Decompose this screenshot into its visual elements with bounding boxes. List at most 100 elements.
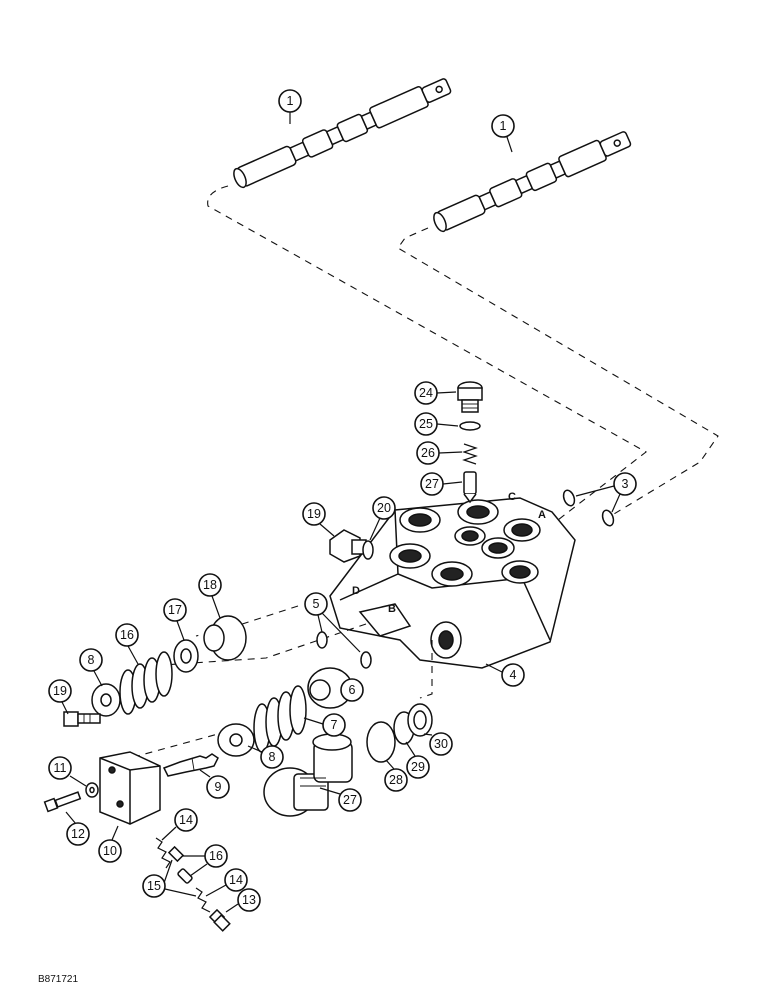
bolt-12 — [43, 791, 82, 813]
o-ring-24 — [459, 421, 481, 431]
callout-3: 3 — [575, 472, 637, 513]
spring-7 — [253, 685, 307, 753]
callout-18-text: 16 — [120, 628, 134, 642]
figure-id: B871721 — [38, 974, 79, 985]
cap-20 — [203, 615, 247, 661]
callout-30: 30 — [423, 732, 453, 756]
callout-6-text: 6 — [349, 683, 356, 697]
o-ring-5a — [316, 631, 328, 649]
callout-11-text: 11 — [54, 761, 67, 775]
callout-16: 16 — [182, 844, 228, 877]
washer-8-lower — [217, 723, 255, 757]
callout-25-text: 26 — [421, 446, 435, 460]
callout-8-upper: 8 — [79, 648, 103, 687]
callout-20: 18 — [198, 573, 222, 619]
o-ring-3b — [601, 509, 615, 527]
o-ring-5b — [360, 651, 372, 669]
callout-12: 12 — [65, 811, 90, 846]
washer-8-upper — [91, 683, 121, 717]
callout-2-text: 1 — [287, 94, 294, 108]
callout-19-text: 17 — [168, 603, 182, 617]
valve-ports — [389, 499, 541, 659]
cap-6 — [307, 667, 353, 709]
callout-1-text: 1 — [500, 119, 507, 133]
callout-15-text: 15 — [147, 879, 161, 893]
callout-21: 19 — [302, 502, 335, 537]
body-to-cap-line-right — [419, 640, 433, 699]
callout-30-text: 30 — [434, 737, 448, 751]
callout-6: 6 — [340, 678, 364, 702]
spring-14-lower — [195, 887, 211, 913]
port-label-b: B — [388, 603, 396, 615]
callout-29: 29 — [405, 741, 430, 779]
callout-4-text: 4 — [510, 668, 517, 682]
spring-14-upper — [155, 837, 171, 869]
valve-body: A B C D — [329, 491, 576, 669]
callout-14-lower: 14 — [205, 868, 248, 897]
callout-5-text: 5 — [313, 597, 320, 611]
callout-8-upper-text: 8 — [88, 653, 95, 667]
spool-2-alignment-line — [207, 185, 647, 541]
callout-1: 1 — [491, 114, 515, 153]
callout-10: 10 — [98, 825, 122, 863]
spool-1-alignment-line — [397, 227, 719, 521]
callout-7: 7 — [303, 713, 346, 737]
o-ring-28 — [366, 721, 396, 763]
callout-11: 11 — [48, 756, 87, 787]
callout-14-upper: 14 — [161, 808, 198, 841]
callout-4: 4 — [485, 663, 525, 687]
callout-28-text: 28 — [389, 773, 403, 787]
callout-9-text: 9 — [215, 780, 222, 794]
spring-18 — [119, 651, 173, 715]
callout-23-text: 24 — [419, 386, 433, 400]
screw-13 — [208, 908, 231, 932]
callout-14-lower-text: 14 — [229, 873, 243, 887]
plug-27 — [263, 733, 353, 817]
callout-10-text: 10 — [103, 844, 117, 858]
callout-14-upper-text: 14 — [179, 813, 193, 827]
callout-18: 16 — [115, 623, 139, 665]
callout-24: 25 — [414, 412, 459, 436]
callout-16-text: 16 — [209, 849, 223, 863]
port-label-c: C — [508, 491, 516, 503]
callout-26-text: 27 — [425, 477, 439, 491]
callout-20-text: 18 — [203, 578, 217, 592]
callout-24-text: 25 — [419, 417, 433, 431]
callout-15: 15 — [142, 859, 197, 898]
port-label-d: D — [352, 585, 360, 597]
port-label-a: A — [538, 509, 546, 521]
callout-8-lower-text: 8 — [269, 750, 276, 764]
end-plate-10 — [99, 751, 161, 825]
spacer-19 — [173, 639, 199, 673]
spool-1 — [433, 131, 632, 233]
callout-28: 28 — [384, 759, 408, 792]
callout-12-text: 12 — [71, 827, 85, 841]
bolt-17 — [63, 711, 101, 727]
callout-8-lower: 8 — [247, 745, 284, 769]
poppet-26 — [463, 471, 477, 504]
callout-23: 24 — [414, 381, 457, 405]
valve-stem-9 — [162, 753, 219, 777]
callout-17-text: 19 — [53, 684, 67, 698]
o-ring-3a — [562, 489, 576, 507]
callout-27: 27 — [319, 787, 362, 812]
callout-27-text: 27 — [343, 793, 357, 807]
callout-19: 17 — [163, 598, 187, 641]
callout-3-text: 3 — [622, 477, 629, 491]
callout-13-text: 13 — [242, 893, 256, 907]
callout-7-text: 7 — [331, 718, 338, 732]
callout-29-text: 29 — [411, 760, 425, 774]
callout-5: 5 — [304, 592, 361, 653]
callout-17: 19 — [48, 679, 72, 715]
callout-9: 9 — [199, 769, 230, 799]
spring-25 — [462, 443, 478, 465]
callout-26: 27 — [420, 472, 463, 496]
spool-2 — [233, 78, 452, 189]
callout-21-text: 19 — [307, 507, 321, 521]
callout-22: 20 — [369, 496, 396, 541]
bushing-30 — [407, 703, 433, 737]
washer-11 — [85, 782, 99, 798]
relief-cap-23 — [457, 381, 483, 413]
callout-25: 26 — [416, 441, 463, 465]
